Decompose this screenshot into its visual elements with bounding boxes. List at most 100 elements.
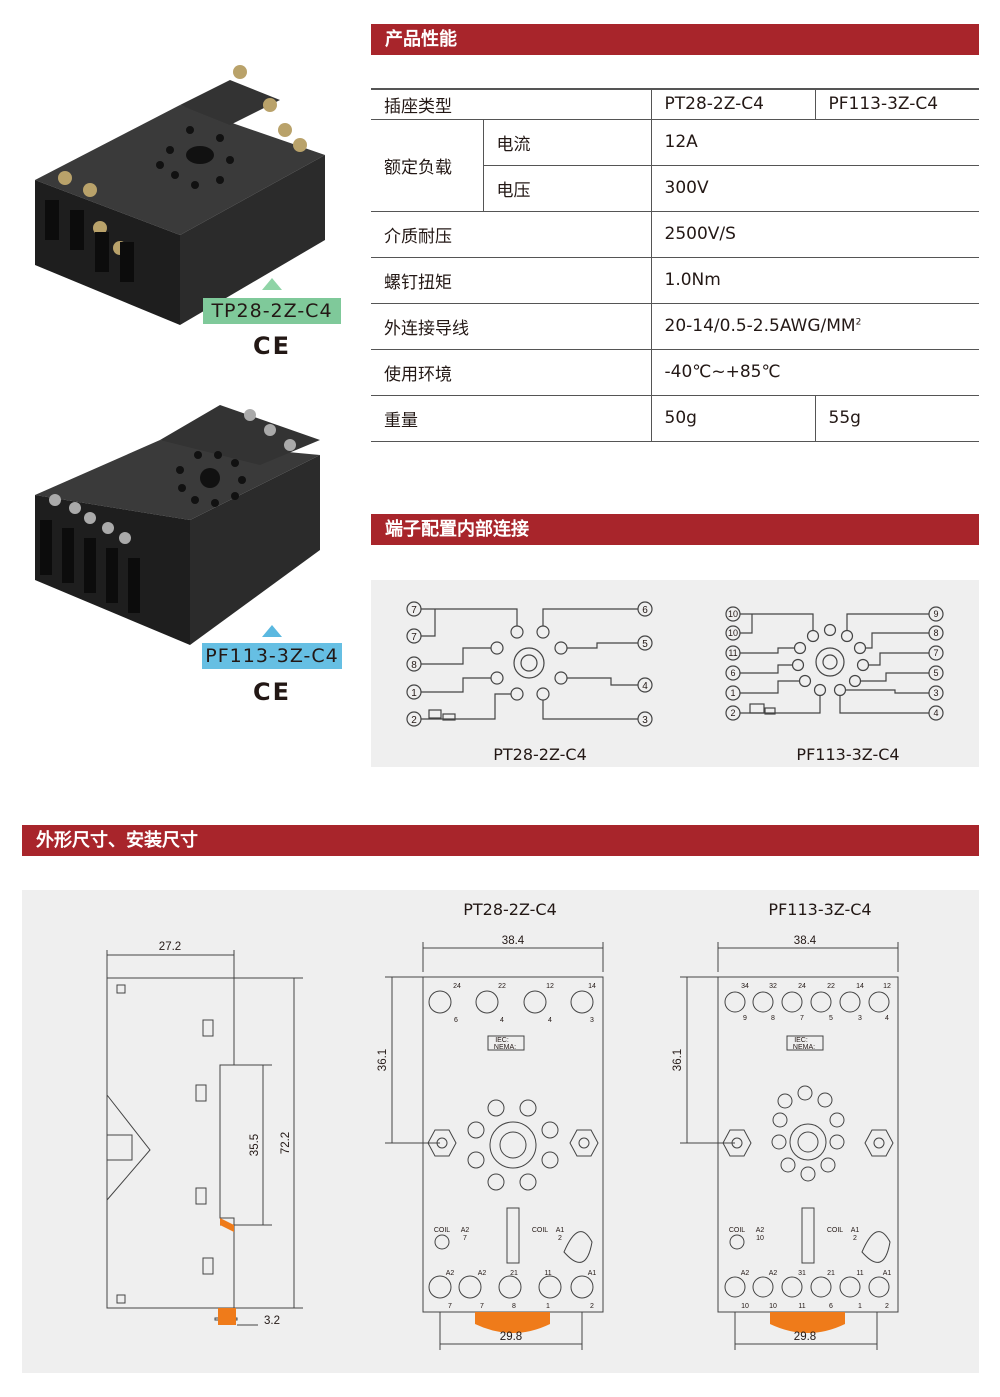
wiring-panel — [371, 580, 979, 767]
terminal-label: 3 — [858, 1015, 862, 1022]
pin-label: 7 — [411, 632, 417, 643]
terminal-label: A2 — [769, 1270, 778, 1277]
terminal-label: 4 — [885, 1015, 889, 1022]
coil-label: COIL — [827, 1227, 843, 1234]
spec-weight-label: 重量 — [371, 395, 651, 442]
terminal-label: 6 — [829, 1303, 833, 1310]
spec-wire-cell: 20-14/0.5-2.5AWG/MM2 — [650, 303, 979, 350]
terminal-label: 7 — [480, 1303, 484, 1310]
table-row: 电压 300V — [371, 165, 979, 212]
spec-env-label: 使用环境 — [371, 349, 651, 396]
product-photo-tp28 — [35, 65, 325, 325]
table-row: 介质耐压 2500V/S — [371, 211, 979, 258]
spec-dielectric-value: 2500V/S — [650, 211, 979, 258]
terminal-label: 7 — [448, 1303, 452, 1310]
pin-label: 10 — [728, 609, 738, 619]
pin-label: 8 — [933, 628, 938, 638]
terminal-label: 14 — [588, 983, 596, 990]
coil-label: COIL — [532, 1227, 548, 1234]
spec-wire-sup: 2 — [855, 317, 862, 328]
spec-wire-value: 20-14/0.5-2.5AWG/MM — [664, 316, 856, 336]
terminal-label: 32 — [769, 983, 777, 990]
spec-rated-load-label: 额定负载 — [371, 119, 483, 212]
table-row: 重量 50g 55g — [371, 395, 979, 442]
spec-table: 插座类型 PT28-2Z-C4 PF113-3Z-C4 额定负载 电流 12A … — [371, 88, 979, 442]
product-photo-pf113 — [35, 405, 320, 645]
terminal-label: 8 — [771, 1015, 775, 1022]
terminal-label: 4 — [548, 1017, 552, 1024]
terminal-label: 7 — [800, 1015, 804, 1022]
terminal-label: 11 — [798, 1303, 805, 1310]
coil-label: A1 — [556, 1227, 565, 1234]
terminal-label: 5 — [829, 1015, 833, 1022]
dim-front-left-base: 29.8 — [500, 1331, 522, 1343]
coil-label: A2 — [756, 1227, 765, 1234]
section-header-dimensions: 外形尺寸、安装尺寸 — [22, 825, 979, 856]
dim-side-foot: 3.2 — [264, 1315, 280, 1327]
pin-label: 2 — [411, 715, 417, 726]
coil-label: COIL — [434, 1227, 450, 1234]
pin-label: 6 — [642, 605, 648, 616]
pin-label: 2 — [730, 708, 735, 718]
dim-side-mid: 35.5 — [249, 1134, 261, 1156]
terminal-label: A2 — [478, 1270, 487, 1277]
spec-torque-value: 1.0Nm — [650, 257, 979, 304]
terminal-label: A1 — [883, 1270, 892, 1277]
terminal-label: 3 — [590, 1017, 594, 1024]
terminal-label: 11 — [544, 1270, 551, 1277]
coil-label: 7 — [463, 1235, 467, 1242]
pin-label: 1 — [411, 688, 417, 699]
terminal-label: 1 — [858, 1303, 862, 1310]
terminal-label: 2 — [590, 1303, 594, 1310]
pin-label: 9 — [933, 609, 938, 619]
front-label-pf113: PF113-3Z-C4 — [768, 900, 872, 919]
terminal-label: 11 — [856, 1270, 863, 1277]
pin-label: 7 — [933, 648, 938, 658]
table-row: 额定负载 电流 12A — [371, 119, 979, 212]
spec-header-label: 插座类型 — [371, 88, 651, 120]
spec-header-col1: PT28-2Z-C4 — [650, 88, 815, 120]
terminal-label: 10 — [741, 1303, 749, 1310]
pin-label: 5 — [933, 668, 938, 678]
terminal-label: 21 — [827, 1270, 835, 1277]
dim-front-right-width: 38.4 — [794, 935, 817, 947]
terminal-label: 24 — [798, 983, 806, 990]
tp28-arrow-icon — [262, 278, 282, 290]
dim-front-left-height: 36.1 — [377, 1049, 389, 1071]
coil-label: A2 — [461, 1227, 470, 1234]
dim-side-height: 72.2 — [280, 1132, 292, 1154]
iec-label: IEC: — [495, 1037, 509, 1044]
pin-label: 4 — [933, 708, 938, 718]
coil-label: 2 — [558, 1235, 562, 1242]
dim-front-left-width: 38.4 — [502, 935, 525, 947]
nema-label: NEMA: — [494, 1044, 516, 1051]
front-view-pt28: 38.4 36.1 29.8 24 22 12 14 6 4 4 3 A2 A2… — [377, 935, 604, 1350]
ce-mark-icon: CE — [253, 678, 292, 706]
side-view-drawing: 27.2 35.5 72.2 3.2 — [106, 941, 303, 1327]
wiring-diagram-pf113: 10 10 11 6 1 2 9 8 7 5 3 4 — [725, 606, 944, 721]
coil-label: 2 — [853, 1235, 857, 1242]
terminal-label: 24 — [453, 983, 461, 990]
pf113-arrow-icon — [262, 625, 282, 637]
wiring-label-pf113: PF113-3Z-C4 — [796, 745, 900, 764]
terminal-label: 22 — [498, 983, 506, 990]
pin-label: 6 — [730, 668, 735, 678]
table-row: 使用环境 -40℃~+85℃ — [371, 349, 979, 396]
terminal-label: 1 — [546, 1303, 550, 1310]
pin-label: 4 — [642, 681, 648, 692]
section-header-terminals: 端子配置内部连接 — [371, 514, 979, 545]
table-row: 插座类型 PT28-2Z-C4 PF113-3Z-C4 — [371, 88, 979, 120]
coil-label: COIL — [729, 1227, 745, 1234]
terminal-label: 8 — [512, 1303, 516, 1310]
product-tag-pf113: PF113-3Z-C4 — [202, 643, 342, 669]
section-header-performance: 产品性能 — [371, 24, 979, 55]
wiring-diagram-pt28: 7 7 8 1 2 6 5 4 3 — [406, 601, 653, 727]
spec-header-col2: PF113-3Z-C4 — [814, 88, 979, 120]
table-row: 螺钉扭矩 1.0Nm — [371, 257, 979, 304]
pin-label: 3 — [933, 688, 938, 698]
spec-weight-col2: 55g — [814, 395, 979, 442]
terminal-label: 21 — [510, 1270, 518, 1277]
terminal-label: 12 — [546, 983, 554, 990]
spec-wire-label: 外连接导线 — [371, 303, 651, 350]
iec-label: IEC: — [794, 1037, 808, 1044]
